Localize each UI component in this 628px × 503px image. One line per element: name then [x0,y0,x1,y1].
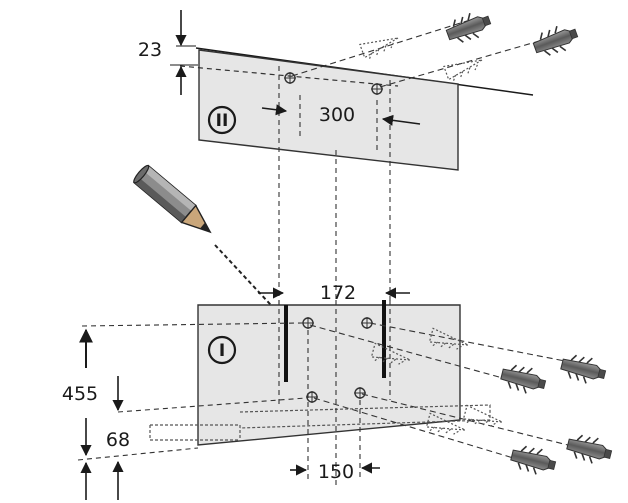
wall-plug-icon [498,360,549,399]
template-top-marker: II [207,105,237,135]
top-hole-line [179,65,399,87]
top-hole-left [284,72,296,84]
wall-plug-icon [564,430,615,469]
top-dowels [291,6,582,88]
top-hole-right [371,83,383,95]
dim-bottom-upper-spacing: 172 [320,282,356,304]
wall-plug-icon [442,6,495,49]
bottom-dowels [309,322,615,480]
template-bottom: I [62,282,491,500]
template-bottom-marker: I [207,335,237,365]
pencil-icon [133,164,284,319]
dim-top-offset: 23 [138,39,162,61]
wall-plug-icon [558,350,609,389]
dim-bottom-lower-spacing: 150 [318,461,354,483]
wall-plug-icon [508,441,559,480]
dim-top-hole-spacing: 300 [319,104,355,126]
dim-height-lower: 68 [106,429,130,451]
template-top-plate [198,49,459,171]
template-top: II 300 23 [138,10,534,305]
template-bottom-plate [197,304,461,446]
bottom-hole-upper-left [302,317,314,329]
dim-height-upper: 455 [62,383,98,405]
wall-plug-icon [529,19,582,62]
template-bottom-marker-label: I [219,341,225,361]
bottom-hole-lower-right [354,387,366,399]
template-top-marker-label: II [216,111,229,131]
